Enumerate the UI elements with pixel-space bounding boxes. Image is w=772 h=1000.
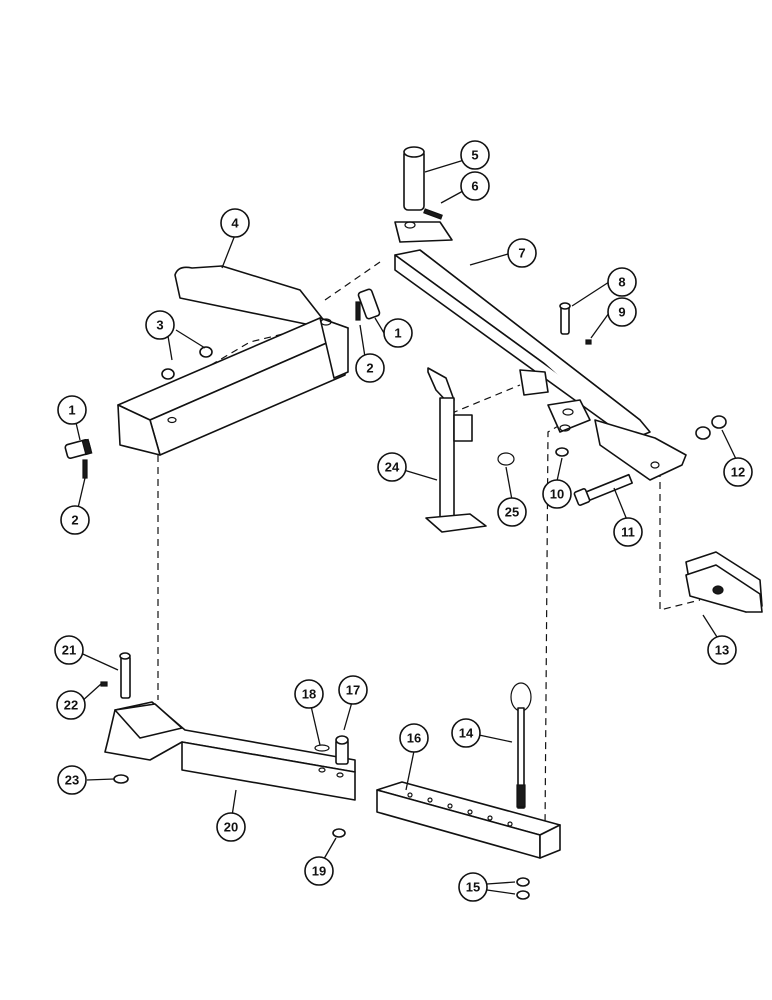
callout-23: 23 <box>57 765 87 795</box>
hitch-pin <box>403 146 425 211</box>
callout-label: 20 <box>224 820 238 835</box>
nut-pair <box>161 346 213 380</box>
bolt-left <box>64 438 93 459</box>
callout-5: 5 <box>460 140 490 170</box>
callout-label: 2 <box>366 361 373 376</box>
callout-label: 14 <box>459 726 474 741</box>
callout-label: 13 <box>715 643 729 658</box>
clip-9 <box>585 339 592 345</box>
callout-2-left: 2 <box>60 505 90 535</box>
callout-label: 18 <box>302 687 316 702</box>
callout-3: 3 <box>145 310 175 340</box>
tongue-beam-right <box>394 221 687 481</box>
callout-10: 10 <box>542 479 572 509</box>
callout-label: 3 <box>156 318 163 333</box>
callout-1-upper: 1 <box>383 318 413 348</box>
washer-10 <box>555 447 569 457</box>
callout-label: 15 <box>466 880 480 895</box>
spring-pin <box>423 208 443 220</box>
pin-8 <box>559 302 571 335</box>
extension-16 <box>376 781 561 859</box>
nuts-12 <box>695 415 727 440</box>
callout-label: 24 <box>385 460 400 475</box>
callout-label: 16 <box>407 731 421 746</box>
callout-14: 14 <box>451 718 481 748</box>
callout-19: 19 <box>304 856 334 886</box>
callout-1-left: 1 <box>57 395 87 425</box>
callout-label: 6 <box>471 179 478 194</box>
callout-label: 21 <box>62 643 76 658</box>
pin-22 <box>100 681 108 687</box>
callout-15: 15 <box>458 872 488 902</box>
callout-label: 19 <box>312 864 326 879</box>
callout-label: 2 <box>71 513 78 528</box>
spring-pin-upper <box>355 301 361 321</box>
spring-pin-left <box>82 459 88 479</box>
callout-6: 6 <box>460 171 490 201</box>
callout-9: 9 <box>607 297 637 327</box>
callout-label: 23 <box>65 773 79 788</box>
nuts-15 <box>516 877 530 900</box>
callout-label: 4 <box>231 216 239 231</box>
drawbar-20 <box>104 701 356 801</box>
callout-16: 16 <box>399 723 429 753</box>
callout-24: 24 <box>377 452 407 482</box>
bolt-upper <box>357 288 381 320</box>
callout-label: 1 <box>394 326 401 341</box>
callout-20: 20 <box>216 812 246 842</box>
callout-2-upper: 2 <box>355 353 385 383</box>
callout-label: 9 <box>618 305 625 320</box>
callout-label: 5 <box>471 148 478 163</box>
callout-25: 25 <box>497 497 527 527</box>
washer-19 <box>332 828 346 838</box>
callout-12: 12 <box>723 457 753 487</box>
callout-label: 17 <box>346 683 360 698</box>
tongue-beam-left <box>117 265 349 456</box>
callout-18: 18 <box>294 679 324 709</box>
callout-17: 17 <box>338 675 368 705</box>
ring-clip <box>497 452 515 466</box>
callout-label: 12 <box>731 465 745 480</box>
callout-22: 22 <box>56 690 86 720</box>
bolt-11 <box>573 473 633 506</box>
callout-label: 1 <box>68 403 75 418</box>
callout-13: 13 <box>707 635 737 665</box>
callout-label: 10 <box>550 487 564 502</box>
washer-23 <box>113 774 129 784</box>
callout-21: 21 <box>54 635 84 665</box>
callout-label: 22 <box>64 698 78 713</box>
callout-11: 11 <box>613 517 643 547</box>
callout-7: 7 <box>507 238 537 268</box>
callout-label: 25 <box>505 505 519 520</box>
callout-label: 11 <box>621 525 635 540</box>
callout-label: 8 <box>618 275 625 290</box>
bolt-21 <box>119 652 131 699</box>
clevis-hitch <box>685 551 763 613</box>
clip-18 <box>314 744 330 752</box>
pin-17 <box>335 735 349 765</box>
jack-stand <box>425 367 487 533</box>
callout-label: 7 <box>518 246 525 261</box>
callout-8: 8 <box>607 267 637 297</box>
callout-4: 4 <box>220 208 250 238</box>
eye-bolt-14 <box>510 682 532 809</box>
